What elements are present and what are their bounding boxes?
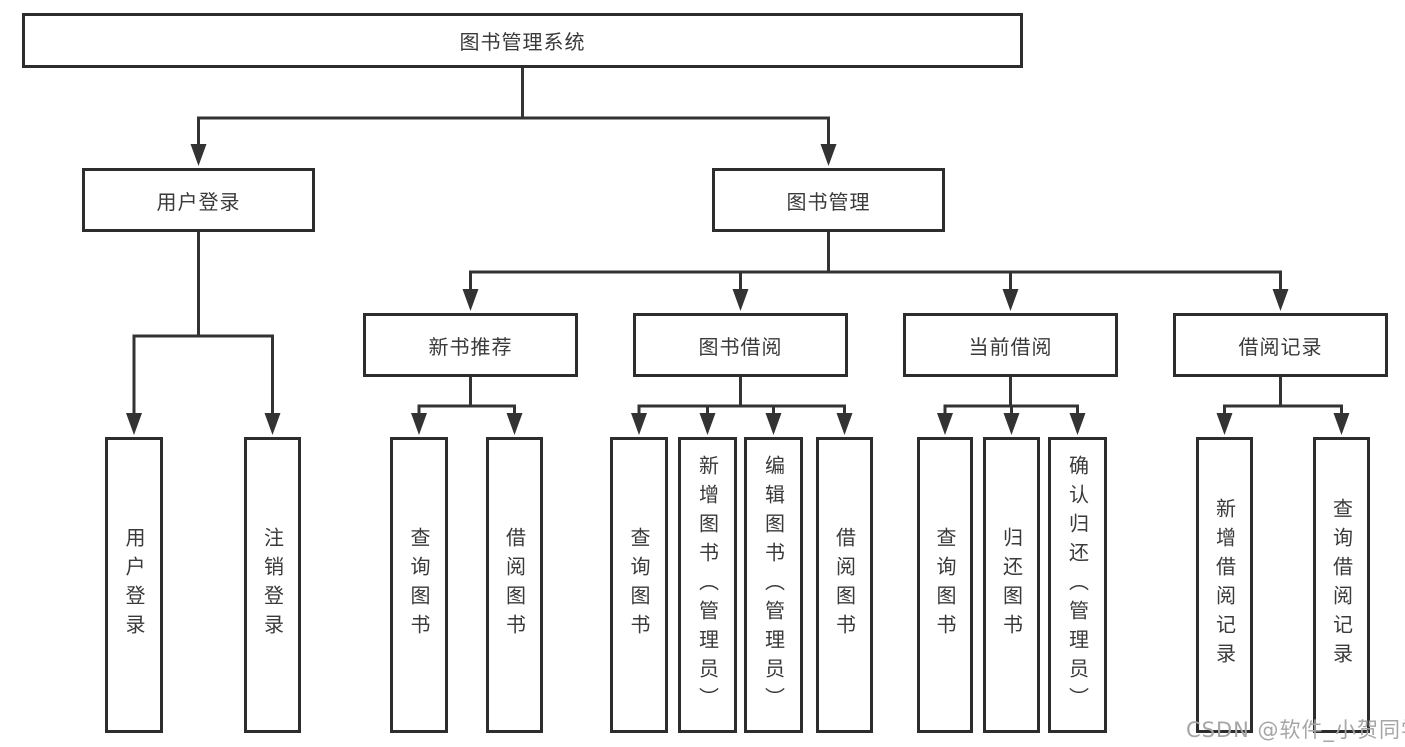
node-borrow-records: 借阅记录 [1173,313,1388,377]
leaf-records-add-record-label: 新增借阅记录 [1212,498,1237,672]
node-user-login: 用户登录 [82,168,315,232]
node-library-system: 图书管理系统 [22,13,1023,68]
leaf-logout: 注销登录 [244,437,301,733]
node-book-borrow-label: 图书借阅 [698,334,783,359]
node-user-login-label: 用户登录 [156,189,241,214]
node-new-book-recommend: 新书推荐 [363,313,578,377]
leaf-user-login-label: 用户登录 [122,527,146,643]
leaf-logout-label: 注销登录 [260,527,285,643]
node-book-management: 图书管理 [712,168,945,232]
node-borrow-records-label: 借阅记录 [1238,334,1323,359]
node-current-borrow: 当前借阅 [903,313,1118,377]
node-new-book-recommend-label: 新书推荐 [428,334,513,359]
leaf-recommend-borrow-books: 借阅图书 [486,437,543,733]
node-current-borrow-label: 当前借阅 [968,334,1053,359]
leaf-records-query-record: 查询借阅记录 [1313,437,1370,733]
leaf-borrow-query-books-label: 查询图书 [627,527,651,643]
node-library-system-label: 图书管理系统 [459,30,586,54]
leaf-borrow-add-books-admin: 新增图书（管理员） [678,437,737,733]
leaf-borrow-borrow-books-label: 借阅图书 [832,527,857,643]
leaf-current-query-books-label: 查询图书 [933,527,957,643]
leaf-recommend-borrow-books-label: 借阅图书 [502,527,527,643]
leaf-borrow-edit-books-admin: 编辑图书（管理员） [744,437,803,733]
leaf-borrow-add-books-admin-label: 新增图书（管理员） [695,454,720,716]
leaf-current-return-books: 归还图书 [983,437,1040,733]
node-book-management-label: 图书管理 [786,189,871,214]
leaf-current-confirm-return-admin: 确认归还（管理员） [1048,437,1107,733]
leaf-borrow-borrow-books: 借阅图书 [816,437,873,733]
leaf-recommend-query-books-label: 查询图书 [407,527,431,643]
node-book-borrow: 图书借阅 [633,313,848,377]
leaf-current-confirm-return-admin-label: 确认归还（管理员） [1065,454,1090,716]
leaf-recommend-query-books: 查询图书 [390,437,448,733]
leaf-records-query-record-label: 查询借阅记录 [1329,498,1354,672]
leaf-borrow-edit-books-admin-label: 编辑图书（管理员） [761,454,786,716]
leaf-records-add-record: 新增借阅记录 [1196,437,1253,733]
leaf-borrow-query-books: 查询图书 [610,437,668,733]
csdn-watermark: CSDN @软件_小贺同学 [1186,718,1405,742]
leaf-user-login: 用户登录 [105,437,163,733]
leaf-current-return-books-label: 归还图书 [999,527,1024,643]
leaf-current-query-books: 查询图书 [917,437,973,733]
